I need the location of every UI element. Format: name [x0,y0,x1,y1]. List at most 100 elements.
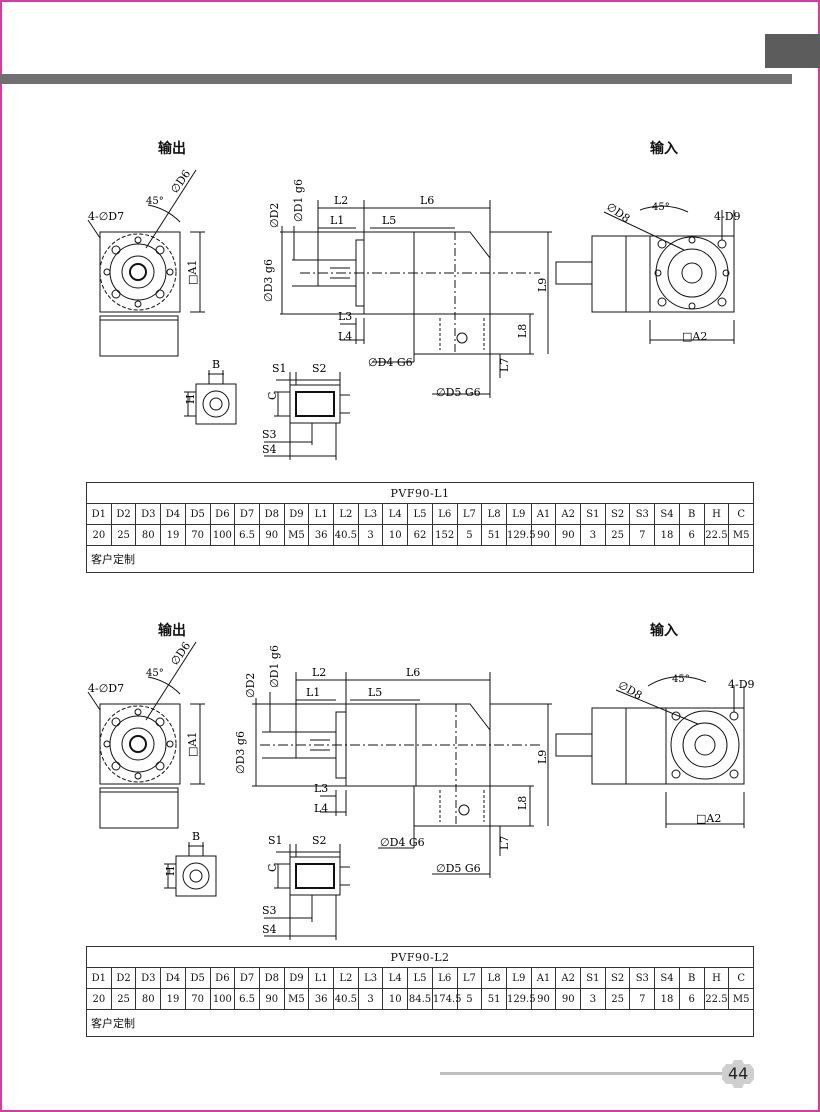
footer-line [440,1072,722,1075]
technical-drawing-1: 4-∅D7 ∅D6 45° □A1 B H C S1 S2 S3 S4 L2 L… [87,168,741,460]
gear-icon [722,1060,754,1088]
header-cell: C [728,967,754,989]
header-cell: D9 [283,967,310,989]
header-cell: B [678,967,705,989]
d5-label: ∅D5 G6 [436,862,481,875]
value-cell: 25 [110,988,137,1010]
d7-label: 4-∅D7 [88,682,124,695]
d3-label: ∅D3 g6 [262,259,275,302]
l9-label: L9 [536,278,549,292]
header-cell: A2 [555,967,582,989]
value-cell: 18 [654,988,680,1010]
a1-label: □A1 [186,732,199,757]
page-number: 44 [728,1064,749,1083]
header-cell: D1 [86,967,112,989]
deg-label-input: 45° [672,674,690,685]
technical-drawing-2: 4-∅D7 ∅D6 45° □A1 B H C S1 S2 S3 S4 L2 L… [87,640,755,940]
header-cell: H [703,967,730,989]
l7-label: L7 [498,836,511,850]
header-cell: S4 [654,967,680,989]
header-cell: L5 [407,967,433,989]
value-cell: 10 [382,988,409,1010]
d9-label: 4-D9 [714,210,741,223]
value-cell: M5 [283,988,310,1010]
s3-label: S3 [262,904,277,917]
l8-label: L8 [516,796,529,810]
d6-label: ∅D6 [168,168,193,196]
value-cell: 100 [209,988,236,1010]
a2-label: □A2 [682,330,707,343]
l5-label: L5 [382,214,396,227]
header-cell: D8 [258,967,285,989]
deg-label: 45° [146,668,164,679]
output-label: 输出 [158,141,186,157]
header-cell: L8 [481,967,507,989]
l1-label: L1 [330,214,344,227]
header-cell: C [728,503,754,525]
s2-label: S2 [312,362,327,375]
d5-label: ∅D5 G6 [436,386,481,399]
input-label: 输入 [650,141,678,157]
value-cell: 84.5 [407,988,433,1010]
header-cell: L2 [333,967,359,989]
d1-label: ∅D1 g6 [292,179,305,222]
header-cell: D2 [110,967,137,989]
h-label: H [184,394,197,404]
header-cell: L1 [308,967,335,989]
d6-label: ∅D6 [168,640,193,668]
value-cell: 174.5 [431,988,461,1010]
value-cell: 22.5 [703,988,730,1010]
d2-label: ∅D2 [268,203,281,228]
l6-label: L6 [406,666,420,679]
value-cell: 36 [308,988,335,1010]
note-cell: 客户定制 [86,545,754,573]
d8-label: ∅D8 [604,200,632,225]
deg-label-input: 45° [652,202,670,213]
value-cell: 80 [135,988,162,1010]
value-cell: 70 [184,988,211,1010]
l4-label: L4 [338,330,352,343]
c-label: C [266,392,279,400]
s2-label: S2 [312,834,327,847]
l7-label: L7 [498,358,511,372]
b-label: B [192,830,200,843]
s4-label: S4 [262,923,277,936]
value-cell: 6 [678,988,705,1010]
header-cell: L6 [431,967,458,989]
value-cell: 51 [481,988,507,1010]
deg-label: 45° [146,196,164,207]
header-bar [0,74,792,84]
d4-label: ∅D4 G6 [380,836,425,849]
l9-label: L9 [536,750,549,764]
model-title: PVF90-L2 [86,946,754,968]
header-cell: L7 [456,503,483,525]
header-cell: S2 [604,967,631,989]
d2-label: ∅D2 [244,673,257,698]
s4-label: S4 [262,443,277,456]
l8-label: L8 [516,324,529,338]
value-cell: 129.5 [505,524,536,546]
header-cell: S3 [629,967,656,989]
value-cell: 129.5 [505,988,536,1010]
value-cell: 90 [555,988,582,1010]
header-cell: L7 [456,967,483,989]
value-cell: M5 [728,988,754,1010]
l5-label: L5 [368,686,382,699]
value-cell: 25 [604,988,631,1010]
a2-label: □A2 [696,812,721,825]
d1-label: ∅D1 g6 [268,645,281,688]
l3-label: L3 [314,782,328,795]
l3-label: L3 [338,310,352,323]
value-cell: 3 [357,988,384,1010]
s1-label: S1 [272,362,287,375]
input-label: 输入 [650,623,678,639]
header-cell: A1 [530,967,557,989]
s1-label: S1 [268,834,283,847]
note-cell: 客户定制 [86,1009,754,1037]
d3-label: ∅D3 g6 [234,731,247,774]
